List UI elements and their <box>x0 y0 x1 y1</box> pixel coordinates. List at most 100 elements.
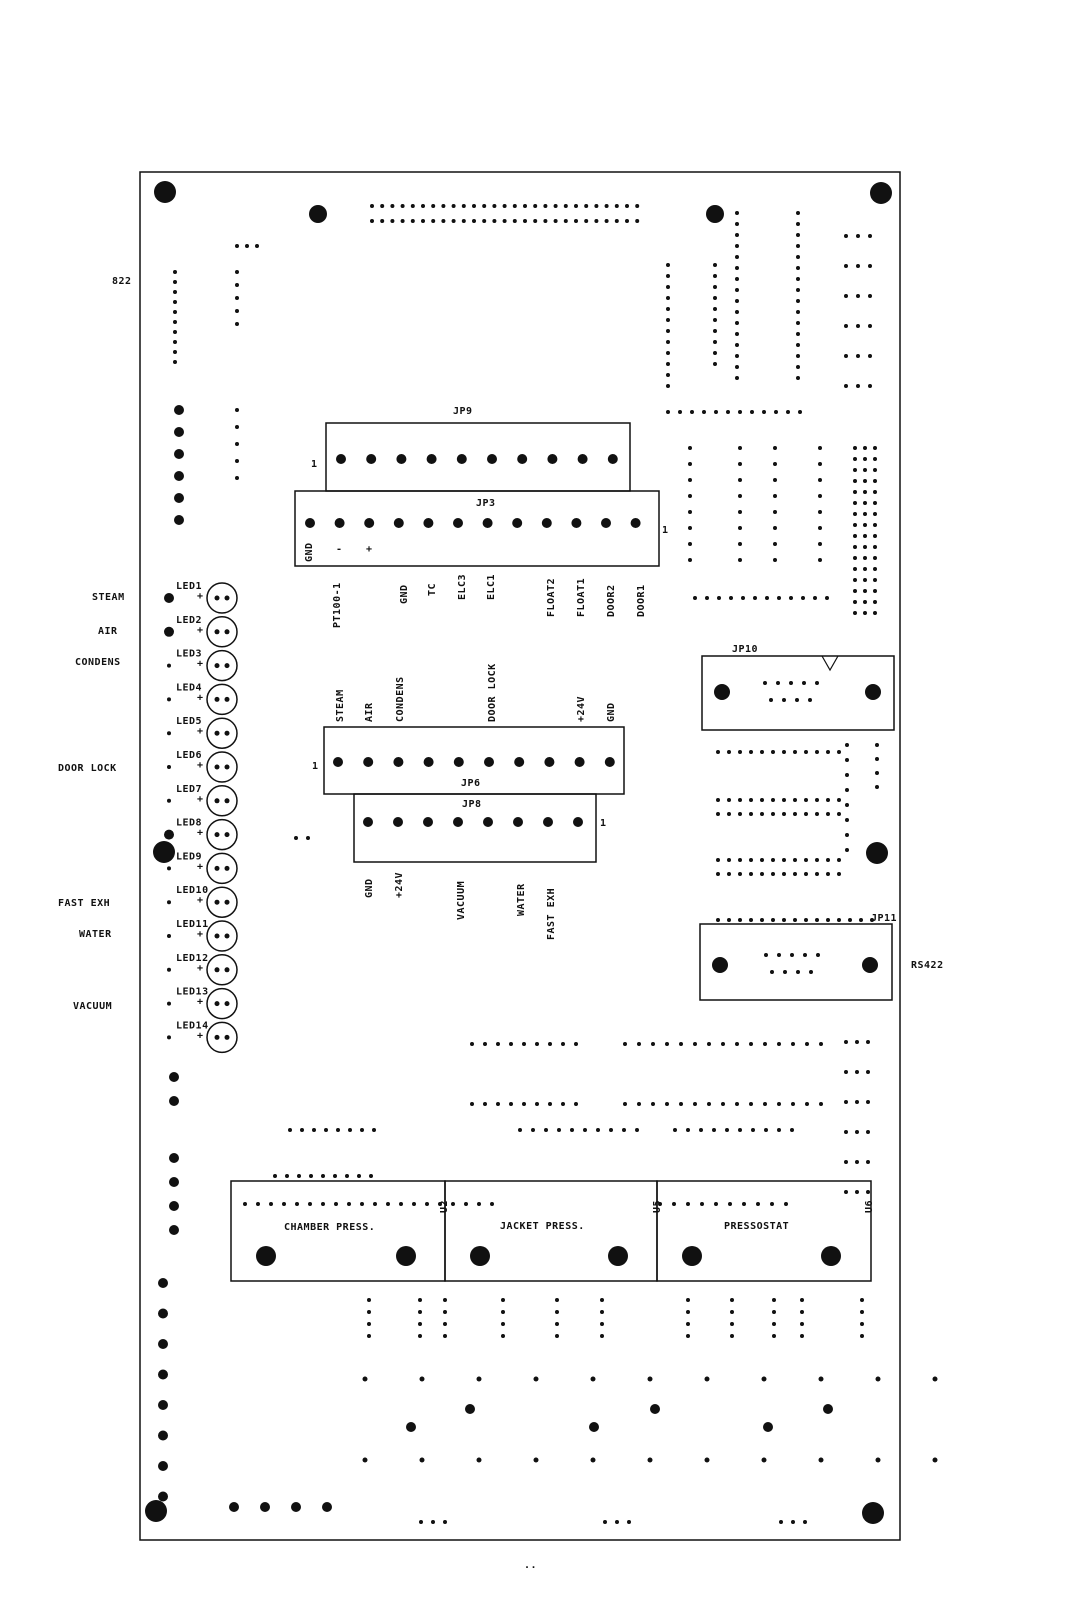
misc-pad <box>256 1202 260 1206</box>
header-pad <box>584 204 589 208</box>
misc-pad <box>738 858 742 862</box>
signal-gnd: GND <box>399 584 410 604</box>
misc-pad <box>791 1520 795 1524</box>
led-polarity-mark: + <box>197 1030 204 1041</box>
misc-pad <box>793 872 797 876</box>
misc-pad <box>600 1322 604 1326</box>
jp6-pad <box>604 757 615 767</box>
header-pad <box>604 219 609 223</box>
misc-pad <box>686 1322 690 1326</box>
signal-pt100: PT100-1 <box>332 582 343 628</box>
jp9-pad <box>456 454 467 464</box>
jp9-pad <box>547 454 558 464</box>
misc-pad <box>866 1130 870 1134</box>
misc-pad <box>738 542 742 546</box>
jp11-outline <box>699 923 893 1001</box>
misc-pad <box>496 1042 500 1046</box>
board-id-label: 822 <box>112 276 132 287</box>
misc-pad <box>730 1334 734 1338</box>
led-pad <box>224 798 230 804</box>
misc-pad <box>796 354 800 358</box>
led-pad <box>214 595 220 601</box>
board-outline <box>139 171 901 1541</box>
misc-pad <box>749 812 753 816</box>
led-pad <box>214 832 220 838</box>
misc-pad <box>713 285 717 289</box>
header-pad <box>441 204 446 208</box>
misc-pad <box>707 1102 711 1106</box>
misc-pad <box>853 523 857 527</box>
misc-pad <box>333 1174 337 1178</box>
jp11-pin <box>809 970 813 974</box>
header-pad <box>594 219 599 223</box>
led-pad <box>224 1001 230 1007</box>
misc-pad <box>818 462 822 466</box>
misc-pad <box>777 1102 781 1106</box>
misc-pad <box>369 1174 373 1178</box>
misc-pad <box>725 1128 729 1132</box>
misc-pad <box>235 283 239 287</box>
misc-pad <box>749 798 753 802</box>
misc-pad <box>873 468 877 472</box>
header-pad <box>482 219 487 223</box>
misc-pad <box>686 1298 690 1302</box>
side-label-water: WATER <box>79 929 112 940</box>
misc-pad <box>773 558 777 562</box>
misc-pad <box>875 757 879 761</box>
header-pad <box>635 219 640 223</box>
misc-pad <box>533 1376 539 1382</box>
misc-pad <box>844 234 848 238</box>
misc-pad <box>860 1310 864 1314</box>
misc-pad <box>688 558 692 562</box>
led-pad <box>214 764 220 770</box>
jp10-pads <box>763 681 819 702</box>
misc-pad <box>860 1334 864 1338</box>
misc-pad <box>763 1042 767 1046</box>
misc-pad <box>158 1278 168 1288</box>
misc-pad <box>367 1334 371 1338</box>
misc-pad <box>796 222 800 226</box>
led-label: LED12 <box>176 953 209 964</box>
misc-pad <box>756 1202 760 1206</box>
misc-pad <box>730 1322 734 1326</box>
misc-pad <box>362 1376 368 1382</box>
led-feed-pad <box>167 934 171 938</box>
misc-pad <box>688 462 692 466</box>
misc-pad <box>796 365 800 369</box>
misc-pad <box>749 858 753 862</box>
misc-pad <box>868 294 872 298</box>
misc-pad <box>771 750 775 754</box>
misc-pad <box>501 1310 505 1314</box>
misc-pad <box>738 494 742 498</box>
misc-pad <box>590 1376 596 1382</box>
misc-pad <box>666 410 670 414</box>
misc-pad <box>666 329 670 333</box>
jp11-pin <box>816 953 820 957</box>
misc-pad <box>818 558 822 562</box>
misc-pad <box>173 300 177 304</box>
jp8-pad <box>513 817 523 827</box>
jp11-pin <box>764 953 768 957</box>
misc-pad <box>782 750 786 754</box>
misc-pad <box>749 750 753 754</box>
misc-pad <box>866 1100 870 1104</box>
misc-pad <box>535 1102 539 1106</box>
misc-pad <box>490 1202 494 1206</box>
misc-pad <box>501 1298 505 1302</box>
jp9-pad <box>517 454 528 464</box>
misc-pad <box>796 343 800 347</box>
misc-pad <box>174 449 184 459</box>
misc-pad <box>793 812 797 816</box>
jp10-pin <box>769 698 773 702</box>
misc-pad <box>666 307 670 311</box>
misc-pad <box>856 264 860 268</box>
misc-pad <box>282 1202 286 1206</box>
misc-pad <box>712 1128 716 1132</box>
misc-pad <box>574 1042 578 1046</box>
side-label-steam: STEAM <box>92 592 125 603</box>
misc-pad <box>853 556 857 560</box>
misc-pad <box>818 1457 824 1463</box>
header-pad <box>563 204 568 208</box>
misc-pad <box>666 362 670 366</box>
